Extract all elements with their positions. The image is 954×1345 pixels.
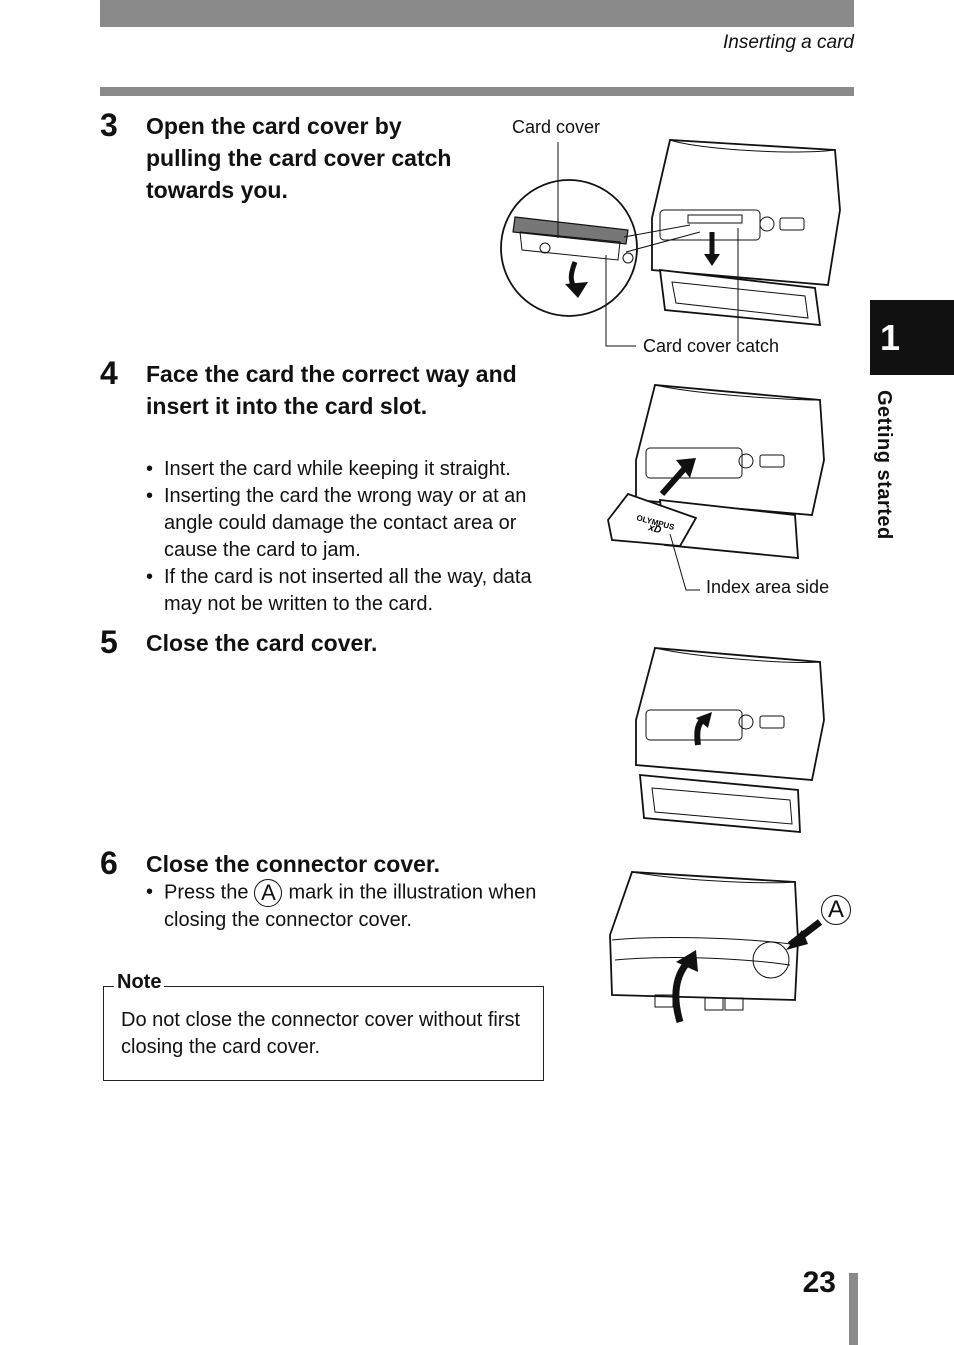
chapter-number: 1	[880, 316, 901, 358]
callout-card-cover-catch: Card cover catch	[643, 336, 780, 356]
step-4-number: 4	[100, 355, 118, 391]
step-4-title: Face the card the correct way and insert…	[146, 361, 517, 419]
note-label: Note	[114, 971, 165, 994]
note-text: Do not close the connector cover without…	[121, 1009, 521, 1058]
chapter-label: Getting started	[872, 390, 902, 570]
step-4-bullet-3: If the card is not inserted all the way,…	[146, 564, 571, 618]
step-3-number: 3	[100, 107, 118, 143]
page-bar	[849, 1273, 858, 1345]
step-6-number: 6	[100, 845, 118, 881]
step-6-title: Close the connector cover.	[146, 851, 440, 877]
chapter-tab: 1	[870, 300, 954, 375]
step-4-bullet-1: Insert the card while keeping it straigh…	[146, 456, 571, 483]
section-rule	[100, 87, 854, 96]
step-6-bullet-pre: Press the	[164, 881, 249, 904]
callout-card-cover: Card cover	[512, 117, 601, 137]
card-format: xD	[646, 522, 662, 536]
callout-index-area-side: Index area side	[706, 577, 830, 597]
page-number: 23	[802, 1266, 836, 1299]
step-5-title: Close the card cover.	[146, 630, 378, 656]
note-box	[103, 986, 544, 1081]
header-bar	[100, 0, 854, 27]
step-4-bullet-2: Inserting the card the wrong way or at a…	[146, 483, 571, 564]
step-4-bullets: Insert the card while keeping it straigh…	[146, 456, 571, 618]
step-5-number: 5	[100, 624, 118, 660]
step-3-title: Open the card cover by pulling the card …	[146, 113, 452, 203]
step-6-bullet-post: mark in the illustration when closing th…	[164, 881, 537, 931]
running-head: Inserting a card	[723, 32, 854, 53]
chapter-label-text: Getting started	[873, 390, 895, 540]
callout-mark-a: A	[821, 895, 851, 925]
